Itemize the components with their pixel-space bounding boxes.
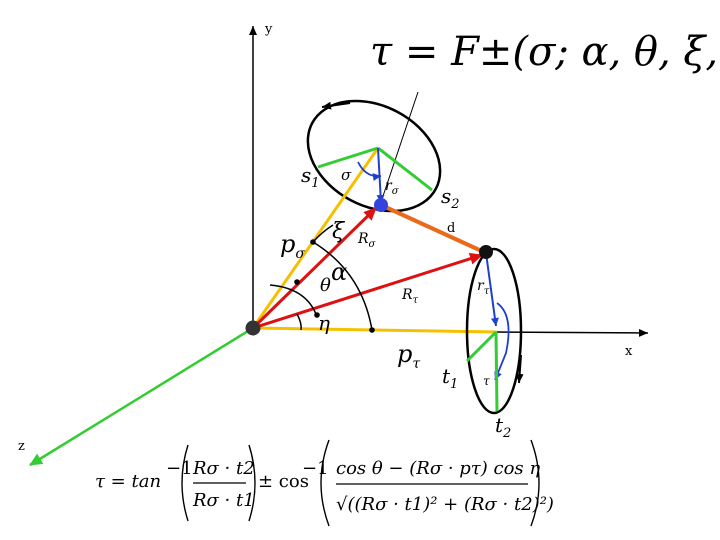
t1-label: t1 xyxy=(442,364,458,392)
bottom-eq-inv1: −1 xyxy=(166,458,193,479)
sigma-rotation-arrow xyxy=(321,101,351,110)
s1-vector xyxy=(317,146,379,169)
bottom-eq-inv2: −1 xyxy=(302,458,329,479)
y-axis-label: y xyxy=(264,22,273,37)
tau-rotation-arrow xyxy=(515,354,524,384)
x-axis-label: x xyxy=(625,344,633,359)
s2-vector xyxy=(377,146,433,192)
frac1-numerator: Rσ · t2 xyxy=(192,458,255,479)
d-segment xyxy=(380,203,487,255)
frac2-denominator: √((Rσ · t1)² + (Rσ · t2)²) xyxy=(336,494,554,515)
R-tau-vector xyxy=(252,252,483,330)
arc-point-4 xyxy=(369,327,375,333)
left-paren-2 xyxy=(320,439,330,527)
s2-label: s2 xyxy=(441,184,460,212)
t2-vector xyxy=(494,331,499,412)
bottom-equation: τ = tan −1 Rσ · t2 Rσ · t1 ± cos −1 cos … xyxy=(95,439,554,527)
R-sigma-label: Rσ xyxy=(357,231,377,250)
alpha-label: α xyxy=(331,258,347,286)
z-axis-label: z xyxy=(18,439,25,454)
p-sigma-label: pσ xyxy=(280,230,305,262)
alpha-angle-arc xyxy=(312,241,373,331)
arc-point-2 xyxy=(294,279,300,285)
theta-angle-arc xyxy=(269,284,317,315)
x-axis xyxy=(496,328,649,337)
bottom-eq-lhs: τ = tan xyxy=(95,471,161,492)
left-paren-1 xyxy=(181,444,189,522)
x-axis-yellow-segment xyxy=(252,326,498,334)
eta-label: η xyxy=(318,311,330,335)
z-axis xyxy=(29,326,254,467)
t2-label: t2 xyxy=(495,413,511,441)
r-sigma-label: rσ xyxy=(385,178,400,197)
sigma-normal-line xyxy=(379,91,419,206)
r-tau-label: rτ xyxy=(477,278,490,297)
arc-point-3 xyxy=(314,312,320,318)
p-sigma-line xyxy=(251,147,380,329)
sigma-point xyxy=(374,198,388,212)
s1-label: s1 xyxy=(301,163,320,191)
R-sigma-vector xyxy=(251,206,378,330)
sigma-angle-arc xyxy=(357,161,382,182)
right-paren-1 xyxy=(248,444,256,522)
frac2-numerator: cos θ − (Rσ · pτ) cos η xyxy=(336,458,540,479)
theta-label: θ xyxy=(320,275,331,296)
tau-label: τ xyxy=(483,374,490,388)
R-tau-label: Rτ xyxy=(401,287,419,306)
r-tau-vector xyxy=(485,252,499,327)
t1-vector xyxy=(465,330,498,363)
xi-label: ξ xyxy=(332,219,346,244)
arc-point-1 xyxy=(310,239,316,245)
eta-angle-arc xyxy=(296,313,302,331)
p-tau-label: pτ xyxy=(397,340,420,372)
top-equation: τ = F±(σ; α, θ, ξ, η) xyxy=(370,29,720,75)
bottom-eq-pm: ± cos xyxy=(258,471,309,492)
tau-ellipse xyxy=(465,247,523,415)
sigma-ellipse xyxy=(306,99,442,213)
origin-point xyxy=(245,320,261,336)
d-label: d xyxy=(447,221,455,236)
sigma-label: σ xyxy=(341,166,352,184)
frac1-denominator: Rσ · t1 xyxy=(192,490,255,511)
tau-point xyxy=(479,245,493,259)
right-paren-2 xyxy=(530,439,540,527)
